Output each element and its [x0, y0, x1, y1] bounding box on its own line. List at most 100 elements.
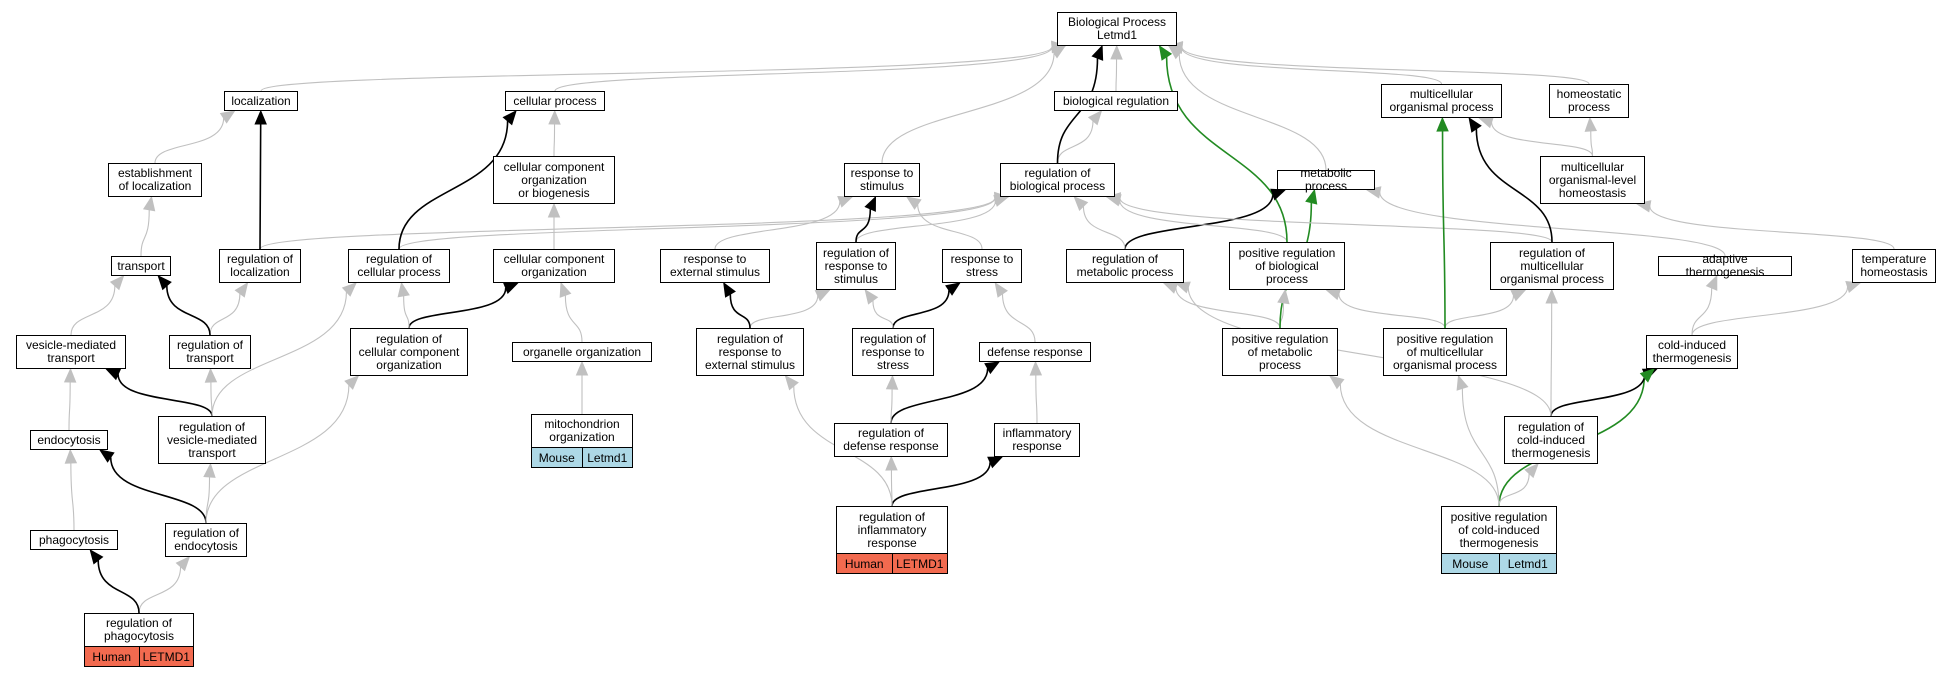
edge-arrowhead — [814, 289, 831, 302]
edge-arrowhead — [1091, 44, 1104, 61]
edge-arrowhead — [905, 196, 922, 210]
node-reg-vesicle-transport: regulation of vesicle-mediated transport — [158, 416, 266, 464]
edge-metabolic-to-bp — [1178, 54, 1327, 171]
edge-arrowhead — [548, 109, 561, 125]
edge-cold-thermo-to-temp-homeostasis — [1691, 286, 1849, 336]
node-reg-cold-thermo: regulation of cold-induced thermogenesis — [1504, 416, 1598, 464]
edge-arrowhead — [547, 202, 561, 218]
edge-pos-reg-metabolic-to-reg-metabolic — [1175, 287, 1281, 329]
edge-pos-reg-cold-thermo-to-reg-cold-thermo — [1498, 473, 1530, 507]
node-reg-bio-process: regulation of biological process — [1000, 163, 1115, 197]
node-pos-reg-bio: positive regulation of biological proces… — [1229, 242, 1345, 290]
edge-arrowhead — [1167, 45, 1184, 60]
node-reg-metabolic: regulation of metabolic process — [1066, 249, 1184, 283]
edge-arrowhead — [1584, 116, 1598, 132]
species-tag: Human — [85, 647, 139, 666]
node-reg-transport: regulation of transport — [169, 335, 251, 369]
species-tag: Mouse — [1442, 554, 1499, 573]
edge-vesicle-transport-to-transport — [70, 285, 116, 336]
node-pos-reg-metabolic: positive regulation of metabolic process — [1222, 328, 1338, 376]
node-cc-org-biogenesis: cellular component organization or bioge… — [493, 156, 615, 204]
edge-reg-cellular-process-to-cellular-process — [398, 120, 509, 250]
edge-organelle-org-to-cc-org — [564, 295, 583, 343]
node-metabolic: metabolic process — [1277, 167, 1375, 193]
node-adaptive-thermo: adaptive thermogenesis — [1658, 253, 1792, 279]
edge-endocytosis-to-vesicle-transport — [68, 381, 71, 431]
edge-reg-metabolic-to-metabolic — [1124, 194, 1274, 250]
node-phagocytosis: phagocytosis — [30, 530, 118, 550]
edge-arrowhead — [1110, 44, 1123, 60]
edge-arrowhead — [234, 281, 249, 298]
edge-arrowhead — [203, 462, 216, 478]
edge-homeostatic-to-bp — [1181, 46, 1590, 85]
edge-reg-mc-process-to-reg-bio-process — [1119, 198, 1553, 243]
edge-arrowhead — [63, 367, 77, 383]
edge-reg-endocytosis-to-reg-cc-org — [205, 385, 350, 524]
edge-response-stress-to-response-stimulus — [917, 204, 983, 250]
edge-reg-response-stress-to-reg-response-stimulus — [872, 300, 894, 329]
node-biological-regulation: biological regulation — [1054, 91, 1178, 111]
edge-arrowhead — [175, 556, 191, 572]
edge-biological-regulation-to-bp — [1115, 58, 1118, 92]
edge-temp-homeostasis-to-mc-homeostasis — [1649, 206, 1895, 250]
edge-arrowhead — [1639, 368, 1655, 383]
edge-reg-cellular-process-to-reg-bio-process — [398, 197, 996, 250]
edge-reg-cold-thermo-to-reg-mc-process — [1550, 302, 1553, 417]
edge-inflammatory-to-defense — [1035, 374, 1038, 424]
edge-response-ext-to-response-stimulus — [714, 201, 841, 250]
edge-reg-transport-to-transport — [166, 285, 211, 336]
edge-arrowhead — [341, 282, 357, 297]
node-reg-phagocytosis: regulation of phagocytosis — [84, 613, 194, 647]
edge-arrowhead — [1050, 45, 1067, 59]
edge-phagocytosis-to-endocytosis — [70, 462, 75, 531]
edge-arrowhead — [1029, 360, 1043, 376]
node-reg-localization: regulation of localization — [219, 249, 301, 283]
node-reg-response-stimulus: regulation of response to stimulus — [816, 242, 896, 290]
edge-reg-transport-to-reg-localization — [209, 293, 241, 336]
edge-reg-mc-process-to-multicellular-process — [1475, 128, 1553, 243]
node-response-stimulus: response to stimulus — [844, 163, 920, 197]
node-response-ext: response to external stimulus — [660, 249, 770, 283]
node-reg-inflammatory: regulation of inflammatory response — [836, 506, 948, 554]
node-defense: defense response — [979, 342, 1091, 362]
edge-reg-inflammatory-to-inflammatory — [891, 462, 991, 507]
gene-tag: LETMD1 — [138, 647, 193, 666]
node-response-stress: response to stress — [942, 249, 1022, 283]
edge-arrowhead — [1845, 281, 1862, 293]
edge-transport-to-establishment — [140, 209, 150, 257]
edge-reg-defense-to-reg-response-stress — [890, 388, 893, 424]
node-pos-reg-cold-thermo: positive regulation of cold-induced ther… — [1441, 506, 1557, 554]
node-cellular-process: cellular process — [505, 91, 605, 111]
gene-tag: Letmd1 — [1498, 554, 1556, 573]
edge-cold-thermo-to-adaptive-thermo — [1691, 287, 1713, 336]
edge-reg-response-ext-to-response-ext — [729, 294, 751, 329]
edge-adaptive-thermo-to-metabolic — [1379, 192, 1726, 257]
node-inflammatory: inflammatory response — [994, 423, 1080, 457]
edge-arrowhead — [1174, 281, 1191, 294]
edge-reg-localization-to-localization — [259, 123, 262, 250]
edge-arrowhead — [984, 361, 1001, 375]
node-establishment: establishment of localization — [108, 163, 202, 197]
edge-reg-localization-to-reg-bio-process — [259, 197, 996, 250]
edge-arrowhead — [723, 281, 736, 298]
node-reg-cellular-process: regulation of cellular process — [348, 249, 450, 283]
edge-arrowhead — [885, 455, 898, 471]
edge-arrowhead — [987, 456, 1004, 469]
edge-reg-vesicle-transport-to-vesicle-transport — [117, 374, 213, 417]
edge-reg-cc-org-to-cc-org — [408, 287, 507, 329]
edge-reg-bio-process-to-bp — [1056, 58, 1099, 164]
edge-arrowhead — [344, 375, 360, 390]
edge-arrowhead — [864, 288, 879, 305]
edge-reg-cold-thermo-to-reg-metabolic — [1187, 287, 1552, 417]
edge-arrowhead — [397, 281, 410, 298]
edge-arrowhead — [89, 548, 104, 565]
edge-pos-reg-cold-thermo-to-pos-reg-mc — [1461, 388, 1500, 507]
edge-pos-reg-mc-to-multicellular-process — [1441, 130, 1446, 329]
edge-multicellular-process-to-bp — [1181, 47, 1443, 85]
edge-reg-cold-thermo-to-cold-thermo — [1550, 374, 1646, 417]
node-reg-endocytosis: regulation of endocytosis — [165, 523, 247, 557]
edge-arrowhead — [837, 195, 854, 208]
